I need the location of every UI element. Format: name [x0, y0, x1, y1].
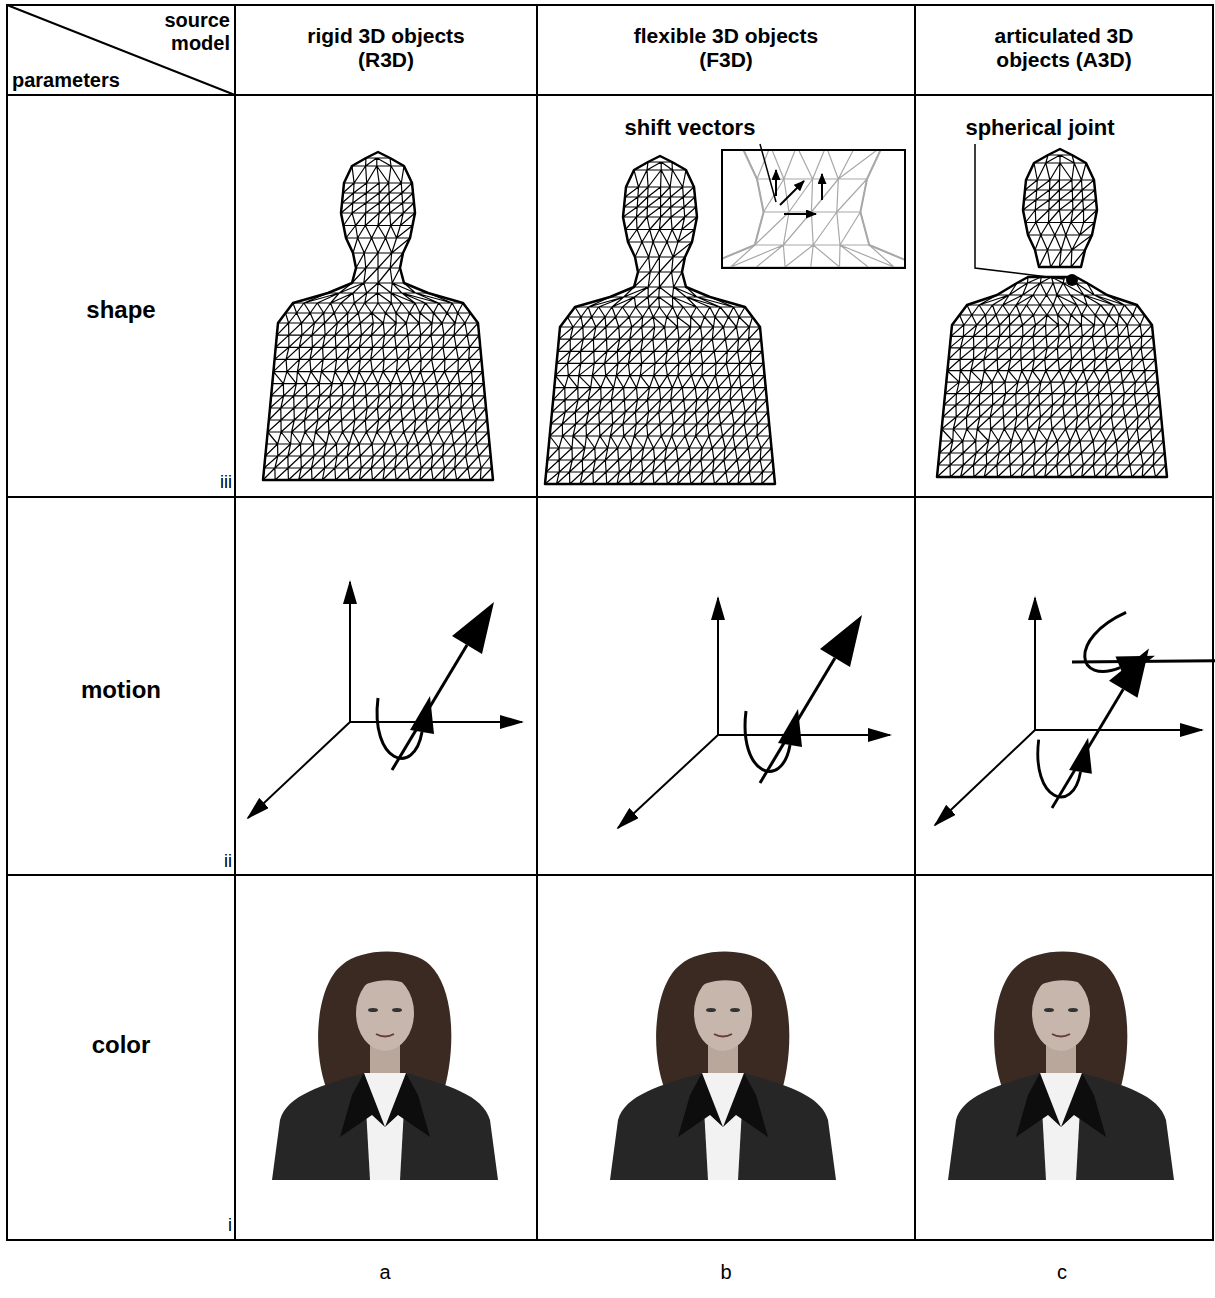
table-rule: [914, 5, 916, 1240]
row-header: shape: [86, 296, 155, 324]
wireframe-outline: [723, 151, 904, 267]
shift-vector: [821, 174, 823, 200]
table-border: [7, 5, 1213, 1240]
axis: [935, 730, 1035, 825]
table-rule: [234, 5, 236, 1240]
row-number: ii: [224, 851, 232, 872]
person-photo: [610, 945, 836, 1180]
axis: [618, 735, 718, 828]
axes-b: [618, 598, 890, 828]
spherical-joint-dot: [1066, 274, 1078, 286]
motion-symbol: [745, 615, 862, 783]
axes-c: [935, 598, 1202, 825]
table-rule: [536, 5, 538, 1240]
axis: [1035, 729, 1202, 731]
wireframe-mesh: [937, 277, 1167, 477]
callout-label: spherical joint: [965, 115, 1114, 140]
motion-symbol: [377, 602, 494, 770]
axis: [717, 598, 719, 735]
wireframe-mesh: [263, 158, 493, 480]
column-header: articulated 3D objects (A3D): [969, 24, 1159, 72]
person-photo: [272, 945, 498, 1180]
inset-mesh: [723, 151, 904, 267]
axis: [718, 734, 890, 736]
leader-lines: [760, 144, 1064, 279]
column-letter: b: [720, 1261, 731, 1284]
wireframe-mesh: [723, 151, 904, 267]
axis: [248, 722, 350, 818]
column-header: flexible 3D objects (F3D): [611, 24, 841, 72]
callout-label: shift vectors: [625, 115, 756, 140]
motion-symbol: [1064, 561, 1215, 749]
table-rule: [7, 94, 1213, 96]
shift-vector: [775, 170, 777, 196]
diagonal-rule: [7, 5, 235, 95]
column-header: rigid 3D objects (R3D): [286, 24, 486, 72]
row-number: iii: [220, 472, 232, 493]
axes-a: [248, 582, 522, 818]
axis: [350, 721, 522, 723]
column-letter: c: [1057, 1261, 1067, 1284]
shift-vectors: [776, 170, 822, 214]
axis: [1034, 598, 1036, 730]
table-rules: [7, 5, 1213, 1240]
row-header: motion: [81, 676, 161, 704]
row-header: color: [92, 1031, 151, 1059]
row-number: i: [228, 1215, 232, 1236]
wireframe-outline: [263, 152, 493, 480]
header-corner-label: parameters: [12, 69, 152, 92]
shift-vector: [784, 213, 816, 215]
wireframe-models: [263, 149, 1167, 484]
wireframe-outline: [937, 277, 1167, 477]
motion-symbol: [1038, 648, 1149, 808]
leader-line: [975, 144, 1064, 279]
person-photo: [948, 945, 1174, 1180]
shift-vector: [780, 181, 804, 205]
table-rule: [7, 496, 1213, 498]
inset-zoom: [559, 0, 1065, 678]
table-rule: [7, 874, 1213, 876]
leader-line: [760, 144, 776, 202]
column-letter: a: [379, 1261, 390, 1284]
header-corner-label: source model: [140, 9, 230, 55]
wireframe-outline: [1023, 149, 1097, 267]
axis: [349, 582, 351, 722]
